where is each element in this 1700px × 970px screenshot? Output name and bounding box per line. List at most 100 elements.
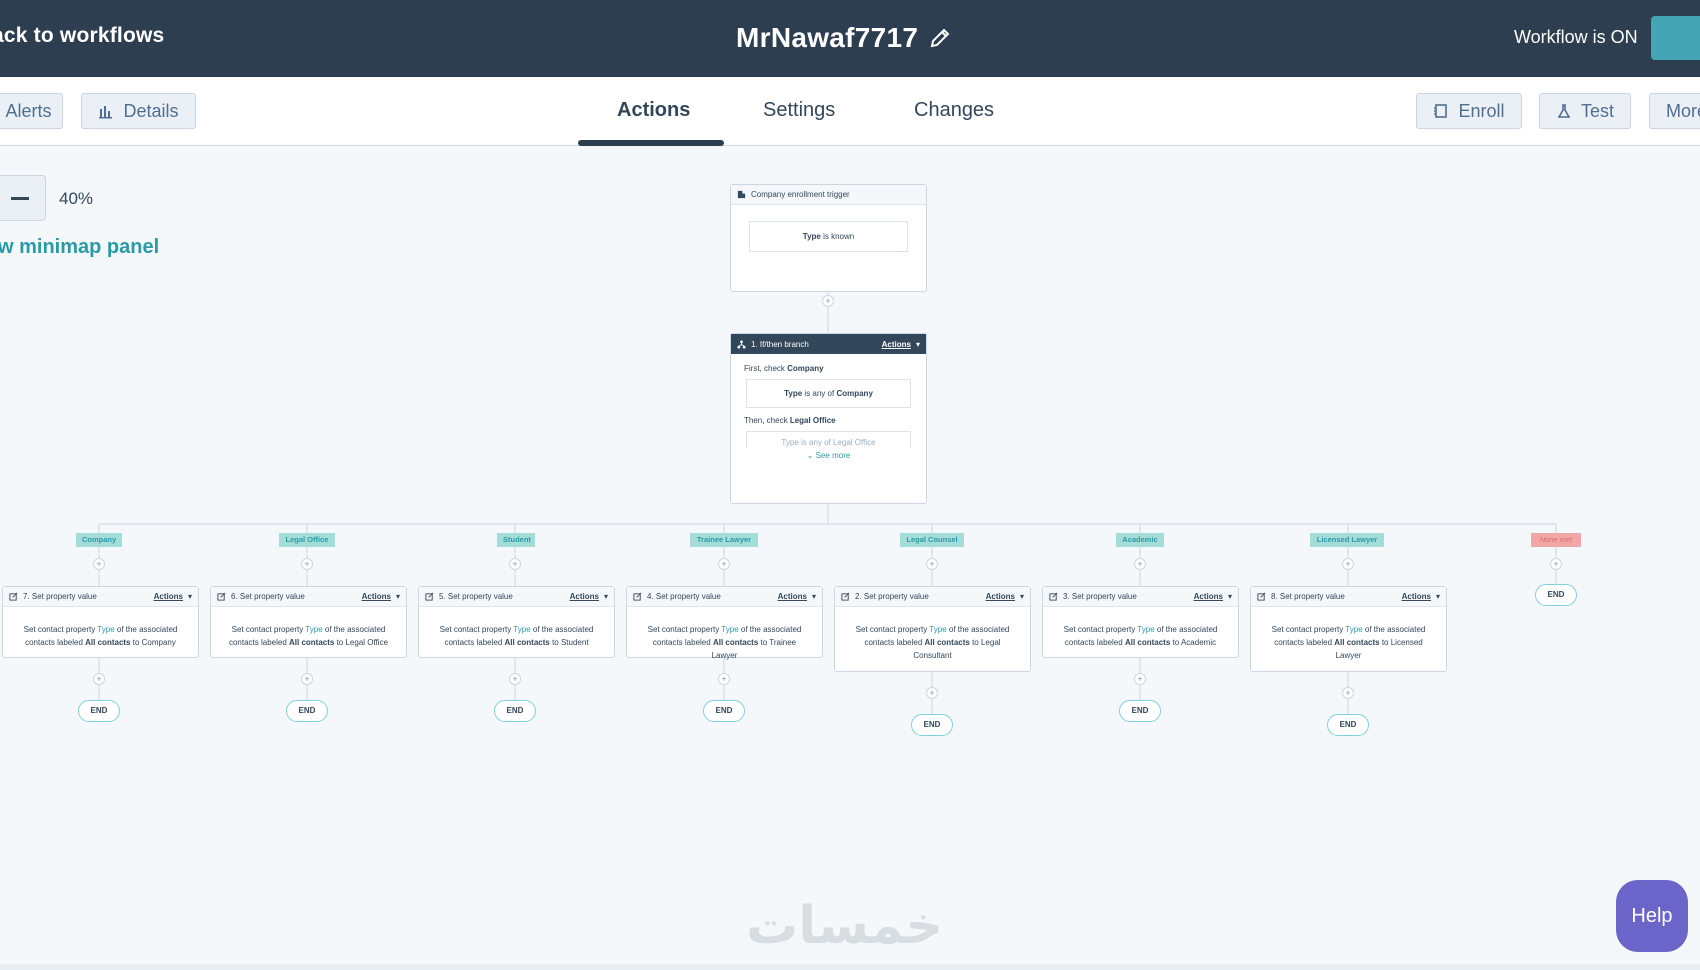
add-action-plus[interactable]: +: [93, 558, 105, 570]
trigger-filter: Type is known: [749, 221, 908, 252]
pencil-icon[interactable]: [928, 26, 952, 50]
zoom-level: 40%: [59, 189, 94, 208]
action-card-header: 3. Set property value Actions▾: [1043, 587, 1238, 607]
add-action-plus[interactable]: +: [93, 673, 105, 685]
edit-property-icon: [841, 592, 850, 601]
bottom-scroll-strip: [0, 964, 1700, 970]
action-description: Set contact property Type of the associa…: [1271, 625, 1426, 660]
enroll-icon: [1434, 104, 1448, 118]
workflow-name: MrNawaf7717: [736, 22, 919, 53]
action-description: Set contact property Type of the associa…: [23, 625, 178, 647]
enrollment-trigger-card[interactable]: Company enrollment trigger Type is known: [730, 184, 927, 292]
enroll-button[interactable]: Enroll: [1416, 93, 1522, 129]
action-actions-menu[interactable]: Actions: [361, 592, 391, 601]
end-node: END: [1535, 584, 1577, 606]
action-card[interactable]: 2. Set property value Actions▾ Set conta…: [834, 586, 1031, 672]
branch-label-company: Company: [76, 533, 122, 547]
add-action-plus[interactable]: +: [822, 295, 834, 307]
action-description: Set contact property Type of the associa…: [647, 625, 802, 660]
bar-chart-icon: [99, 106, 113, 119]
action-actions-menu[interactable]: Actions: [985, 592, 1015, 601]
action-description: Set contact property Type of the associa…: [855, 625, 1010, 660]
branch-icon: [737, 339, 746, 349]
end-node: END: [78, 700, 120, 722]
branch-label-licensed-lawyer: Licensed Lawyer: [1310, 533, 1384, 547]
action-card-header: 5. Set property value Actions▾: [419, 587, 614, 607]
caret-down-icon: ▾: [1019, 592, 1024, 601]
zoom-out-button[interactable]: [0, 175, 46, 221]
branch-first-filter: Type is any of Company: [746, 379, 911, 408]
add-action-plus[interactable]: +: [1134, 673, 1146, 685]
more-button[interactable]: More: [1649, 93, 1700, 129]
tab-changes[interactable]: Changes: [914, 99, 995, 121]
action-card[interactable]: 7. Set property value Actions▾ Set conta…: [2, 586, 199, 658]
add-action-plus[interactable]: +: [926, 558, 938, 570]
caret-down-icon: ▾: [1227, 592, 1232, 601]
edit-property-icon: [425, 592, 434, 601]
caret-down-icon: ▾: [187, 592, 192, 601]
action-card-header: 6. Set property value Actions▾: [211, 587, 406, 607]
caret-down-icon: ▾: [603, 592, 608, 601]
end-node: END: [1119, 700, 1161, 722]
add-action-plus[interactable]: +: [718, 673, 730, 685]
chevron-down-icon: ⌄: [806, 451, 814, 460]
edit-property-icon: [9, 592, 18, 601]
action-card[interactable]: 3. Set property value Actions▾ Set conta…: [1042, 586, 1239, 658]
back-to-workflows-link[interactable]: ack to workflows: [0, 24, 165, 47]
branch-header: 1. If/then branch Actions ▾: [731, 334, 926, 354]
add-action-plus[interactable]: +: [1550, 558, 1562, 570]
end-node: END: [1327, 714, 1369, 736]
add-action-plus[interactable]: +: [1134, 558, 1146, 570]
action-description: Set contact property Type of the associa…: [439, 625, 594, 647]
help-button[interactable]: Help: [1616, 880, 1688, 952]
end-node: END: [703, 700, 745, 722]
workflow-status: Workflow is ON: [1514, 27, 1638, 47]
active-tab-indicator: [578, 140, 724, 146]
action-card[interactable]: 5. Set property value Actions▾ Set conta…: [418, 586, 615, 658]
action-card[interactable]: 6. Set property value Actions▾ Set conta…: [210, 586, 407, 658]
branch-label-legal-counsel: Legal Counsel: [900, 533, 964, 547]
action-card-header: 2. Set property value Actions▾: [835, 587, 1030, 607]
tab-settings[interactable]: Settings: [763, 99, 836, 121]
action-actions-menu[interactable]: Actions: [1193, 592, 1223, 601]
show-minimap-link[interactable]: w minimap panel: [0, 236, 160, 258]
if-then-branch-card[interactable]: 1. If/then branch Actions ▾ First, check…: [730, 333, 927, 504]
edit-property-icon: [1049, 592, 1058, 601]
see-more-link[interactable]: ⌄ See more: [806, 451, 851, 460]
alerts-button[interactable]: Alerts: [0, 93, 63, 129]
add-action-plus[interactable]: +: [509, 673, 521, 685]
flask-icon: [1557, 104, 1571, 118]
end-node: END: [911, 714, 953, 736]
details-button[interactable]: Details: [81, 93, 196, 129]
end-node: END: [286, 700, 328, 722]
branch-then-check: Then, check Legal Office: [744, 416, 836, 425]
workflow-toggle[interactable]: [1651, 16, 1700, 60]
action-card[interactable]: 4. Set property value Actions▾ Set conta…: [626, 586, 823, 660]
edit-property-icon: [1257, 592, 1266, 601]
add-action-plus[interactable]: +: [301, 673, 313, 685]
top-bar: ack to workflows MrNawaf7717 Workflow is…: [0, 0, 1700, 77]
trigger-header: Company enrollment trigger: [731, 185, 926, 205]
caret-down-icon: ▾: [915, 339, 920, 349]
tab-actions[interactable]: Actions: [617, 99, 691, 121]
edit-property-icon: [217, 592, 226, 601]
branch-label-legal-office: Legal Office: [279, 533, 335, 547]
action-actions-menu[interactable]: Actions: [569, 592, 599, 601]
caret-down-icon: ▾: [811, 592, 816, 601]
action-card[interactable]: 8. Set property value Actions▾ Set conta…: [1250, 586, 1447, 672]
sub-nav: Alerts Details Actions Settings Changes …: [0, 77, 1700, 146]
add-action-plus[interactable]: +: [718, 558, 730, 570]
add-action-plus[interactable]: +: [926, 687, 938, 699]
add-action-plus[interactable]: +: [1342, 558, 1354, 570]
minus-icon: [11, 196, 29, 200]
add-action-plus[interactable]: +: [301, 558, 313, 570]
add-action-plus[interactable]: +: [1342, 687, 1354, 699]
action-actions-menu[interactable]: Actions: [777, 592, 807, 601]
branch-then-filter: Type is any of Legal Office: [746, 431, 911, 448]
branch-actions-menu[interactable]: Actions: [881, 339, 911, 349]
test-button[interactable]: Test: [1539, 93, 1631, 129]
branch-first-check: First, check Company: [744, 364, 824, 373]
add-action-plus[interactable]: +: [509, 558, 521, 570]
action-actions-menu[interactable]: Actions: [153, 592, 183, 601]
action-actions-menu[interactable]: Actions: [1401, 592, 1431, 601]
